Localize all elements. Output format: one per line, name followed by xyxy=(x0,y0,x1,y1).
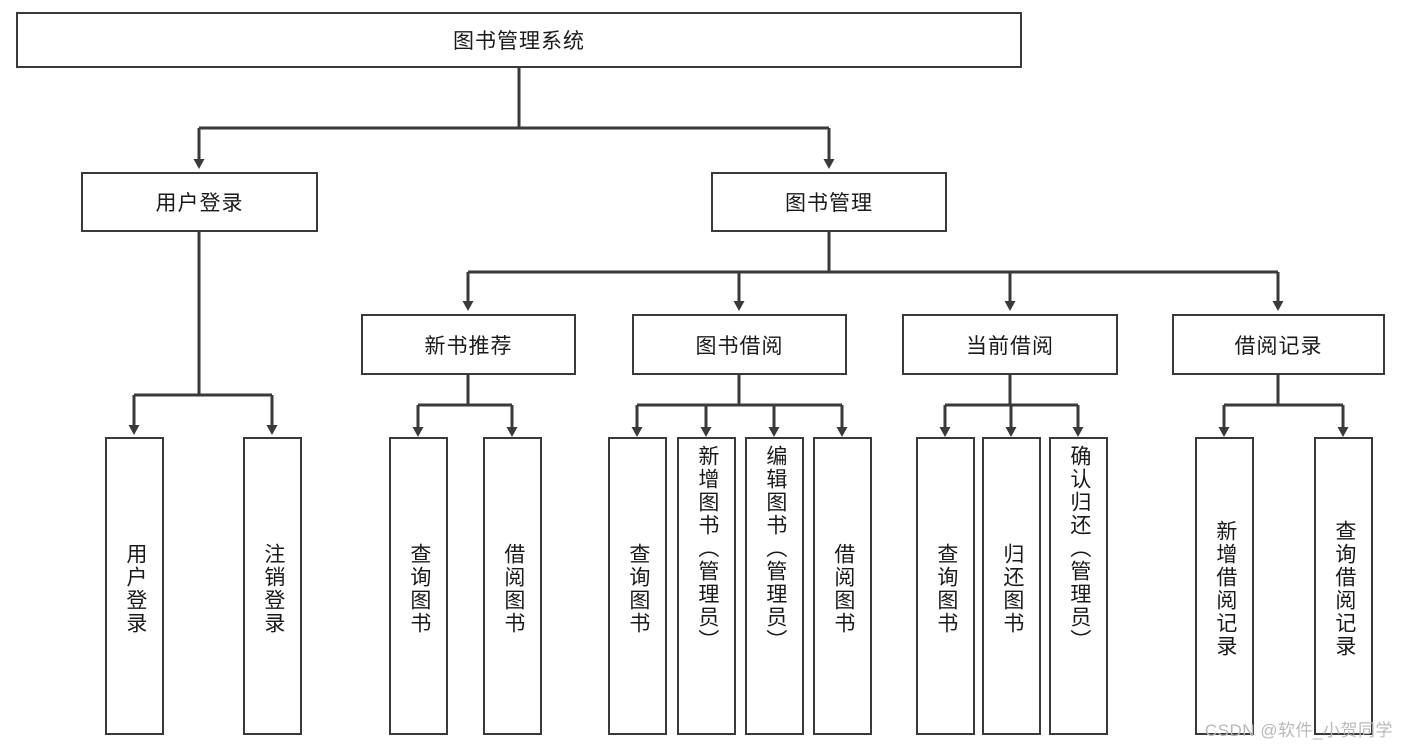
node-current-borrow[interactable]: 当前借阅 xyxy=(902,314,1118,375)
leaf-edit-book-label: 编辑图书（管理员） xyxy=(763,445,787,652)
leaf-return-book[interactable]: 归还图书 xyxy=(982,437,1041,735)
leaf-confirm-return[interactable]: 确认归还（管理员） xyxy=(1049,437,1108,735)
leaf-user-login[interactable]: 用户登录 xyxy=(105,437,164,735)
node-current-borrow-label: 当前借阅 xyxy=(966,334,1054,358)
leaf-add-book[interactable]: 新增图书（管理员） xyxy=(677,437,736,735)
leaf-borrow-book-1[interactable]: 借阅图书 xyxy=(483,437,542,735)
leaf-query-record[interactable]: 查询借阅记录 xyxy=(1314,437,1373,735)
leaf-borrow-book-1-label: 借阅图书 xyxy=(501,543,525,635)
leaf-logout-login-label: 注销登录 xyxy=(261,543,285,635)
leaf-query-book-1[interactable]: 查询图书 xyxy=(389,437,448,735)
node-borrow-record[interactable]: 借阅记录 xyxy=(1172,314,1385,375)
leaf-edit-book[interactable]: 编辑图书（管理员） xyxy=(745,437,804,735)
node-user-login[interactable]: 用户登录 xyxy=(81,172,318,232)
node-book-borrow-label: 图书借阅 xyxy=(695,334,784,358)
node-user-login-label: 用户登录 xyxy=(155,192,244,215)
node-new-book-rec-label: 新书推荐 xyxy=(424,334,513,358)
leaf-query-record-label: 查询借阅记录 xyxy=(1332,520,1356,658)
leaf-query-book-3-label: 查询图书 xyxy=(934,543,958,635)
leaf-add-record-label: 新增借阅记录 xyxy=(1213,520,1237,658)
leaf-add-book-label: 新增图书（管理员） xyxy=(695,445,719,652)
leaf-borrow-book-2-label: 借阅图书 xyxy=(831,543,855,635)
node-new-book-rec[interactable]: 新书推荐 xyxy=(361,314,576,375)
leaf-confirm-return-label: 确认归还（管理员） xyxy=(1067,445,1091,652)
leaf-query-book-1-label: 查询图书 xyxy=(407,543,431,635)
node-root[interactable]: 图书管理系统 xyxy=(16,12,1022,68)
leaf-user-login-label: 用户登录 xyxy=(123,543,147,635)
node-book-borrow[interactable]: 图书借阅 xyxy=(632,314,847,375)
leaf-logout-login[interactable]: 注销登录 xyxy=(243,437,302,735)
leaf-query-book-2[interactable]: 查询图书 xyxy=(608,437,667,735)
leaf-borrow-book-2[interactable]: 借阅图书 xyxy=(813,437,872,735)
leaf-add-record[interactable]: 新增借阅记录 xyxy=(1195,437,1254,735)
node-root-label: 图书管理系统 xyxy=(453,30,585,53)
leaf-return-book-label: 归还图书 xyxy=(1000,543,1024,635)
leaf-query-book-2-label: 查询图书 xyxy=(626,543,650,635)
leaf-query-book-3[interactable]: 查询图书 xyxy=(916,437,975,735)
node-borrow-record-label: 借阅记录 xyxy=(1234,334,1323,358)
node-book-manage[interactable]: 图书管理 xyxy=(711,172,947,232)
node-book-manage-label: 图书管理 xyxy=(785,192,873,215)
